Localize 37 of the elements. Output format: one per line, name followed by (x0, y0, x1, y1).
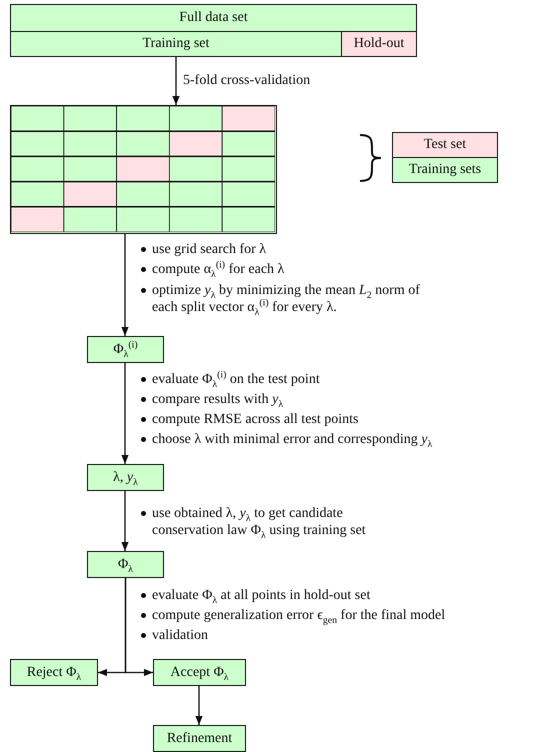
bullet-text: optimize y$_{λ}$ by minimizing the mean L$_{2}$ norm of each split vector α$_{λ}$$^{(i)}$ for every λ. (152, 283, 420, 315)
arrow (121, 234, 129, 336)
arrow (172, 57, 180, 105)
box-label: Accept Φ$_{λ}$ (170, 664, 229, 680)
arrow (121, 363, 129, 464)
process-box (10, 31, 342, 57)
process-box (87, 464, 164, 491)
bullet-text: compute generalization error ϵ$_{gen}$ for the final model (152, 608, 446, 623)
bullet-text: choose λ with minimal error and corresponding y$_{λ}$ (152, 432, 432, 447)
arrow (195, 686, 203, 725)
arrow (121, 491, 129, 551)
bullet-text: compare results with y$_{λ}$ (152, 392, 284, 407)
process-box (153, 659, 246, 686)
box-label: Refinement (166, 730, 232, 746)
box-label: Reject Φ$_{λ}$ (26, 664, 82, 680)
bullet-text: validation (152, 628, 208, 643)
box-label: Training sets (408, 162, 482, 178)
process-box (87, 551, 164, 578)
bullet-text: evaluate Φ$_{λ}$ at all points in hold-out set (152, 588, 370, 603)
box-label: Test set (424, 137, 466, 153)
bullet-text: compute α$_{λ}$$^{(i)}$ for each λ (152, 262, 284, 277)
box-label: Φ$_{λ}$ (118, 556, 133, 572)
process-box (153, 725, 246, 752)
bullet-text: compute RMSE across all test points (152, 412, 358, 427)
box-label: Full data set (179, 10, 248, 26)
bullet-text: evaluate Φ$_{λ}$$^{(i)}$ on the test point (152, 372, 320, 387)
process-box (341, 31, 417, 57)
arrow (124, 578, 153, 676)
bullet-text: use obtained λ, y$_{λ}$ to get candidate conservation law Φ$_{λ}$ using training set (152, 506, 366, 538)
process-box (392, 132, 498, 158)
box-label: λ, y$_{λ}$ (113, 470, 138, 486)
process-box (10, 4, 417, 32)
process-box (10, 659, 98, 686)
box-label: Training set (142, 36, 210, 52)
process-box (87, 336, 164, 363)
process-box (392, 157, 498, 183)
box-label: Hold-out (354, 36, 404, 52)
